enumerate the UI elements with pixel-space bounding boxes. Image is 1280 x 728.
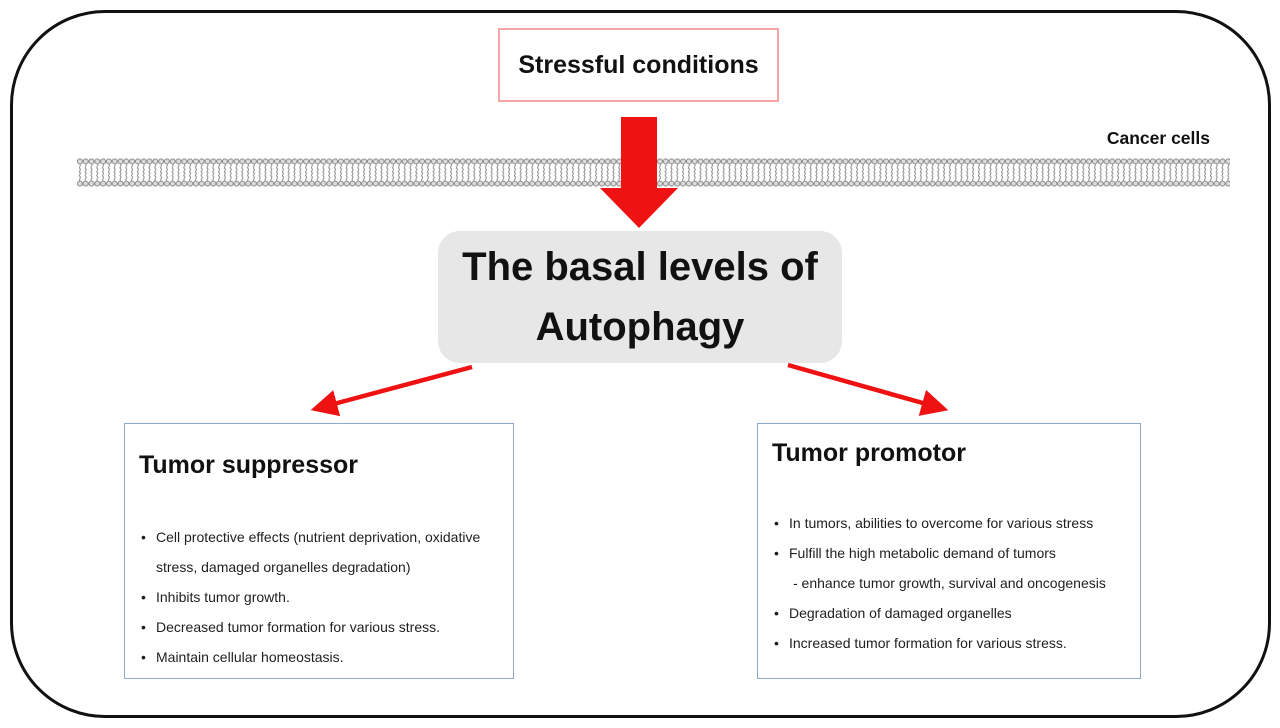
stressful-conditions-label: Stressful conditions bbox=[518, 50, 759, 79]
cancer-cells-label: Cancer cells bbox=[1106, 128, 1210, 148]
bullet-item: Maintain cellular homeostasis. bbox=[139, 642, 511, 672]
bullet-item: In tumors, abilities to overcome for var… bbox=[772, 508, 1136, 538]
tumor-suppressor-bullets: Cell protective effects (nutrient depriv… bbox=[139, 522, 511, 672]
autophagy-title: The basal levels of Autophagy bbox=[462, 245, 818, 349]
autophagy-box: The basal levels of Autophagy bbox=[438, 231, 842, 363]
bullet-item: Decreased tumor formation for various st… bbox=[139, 612, 511, 642]
bullet-item: Inhibits tumor growth. bbox=[139, 582, 511, 612]
stressful-conditions-box: Stressful conditions bbox=[498, 28, 779, 102]
sub-bullet-item: - enhance tumor growth, survival and onc… bbox=[793, 575, 1106, 591]
bullet-item: Increased tumor formation for various st… bbox=[772, 628, 1136, 658]
tumor-promotor-bullets: In tumors, abilities to overcome for var… bbox=[772, 508, 1136, 658]
tumor-suppressor-panel: Tumor suppressor Cell protective effects… bbox=[124, 423, 514, 679]
tumor-suppressor-title: Tumor suppressor bbox=[139, 451, 359, 479]
bullet-item: Cell protective effects (nutrient depriv… bbox=[139, 522, 511, 582]
tumor-promotor-title: Tumor promotor bbox=[772, 439, 966, 467]
tumor-promotor-panel: Tumor promotor In tumors, abilities to o… bbox=[757, 423, 1141, 679]
bullet-item: Degradation of damaged organelles bbox=[772, 598, 1136, 628]
bullet-item: Fulfill the high metabolic demand of tum… bbox=[772, 538, 1136, 568]
